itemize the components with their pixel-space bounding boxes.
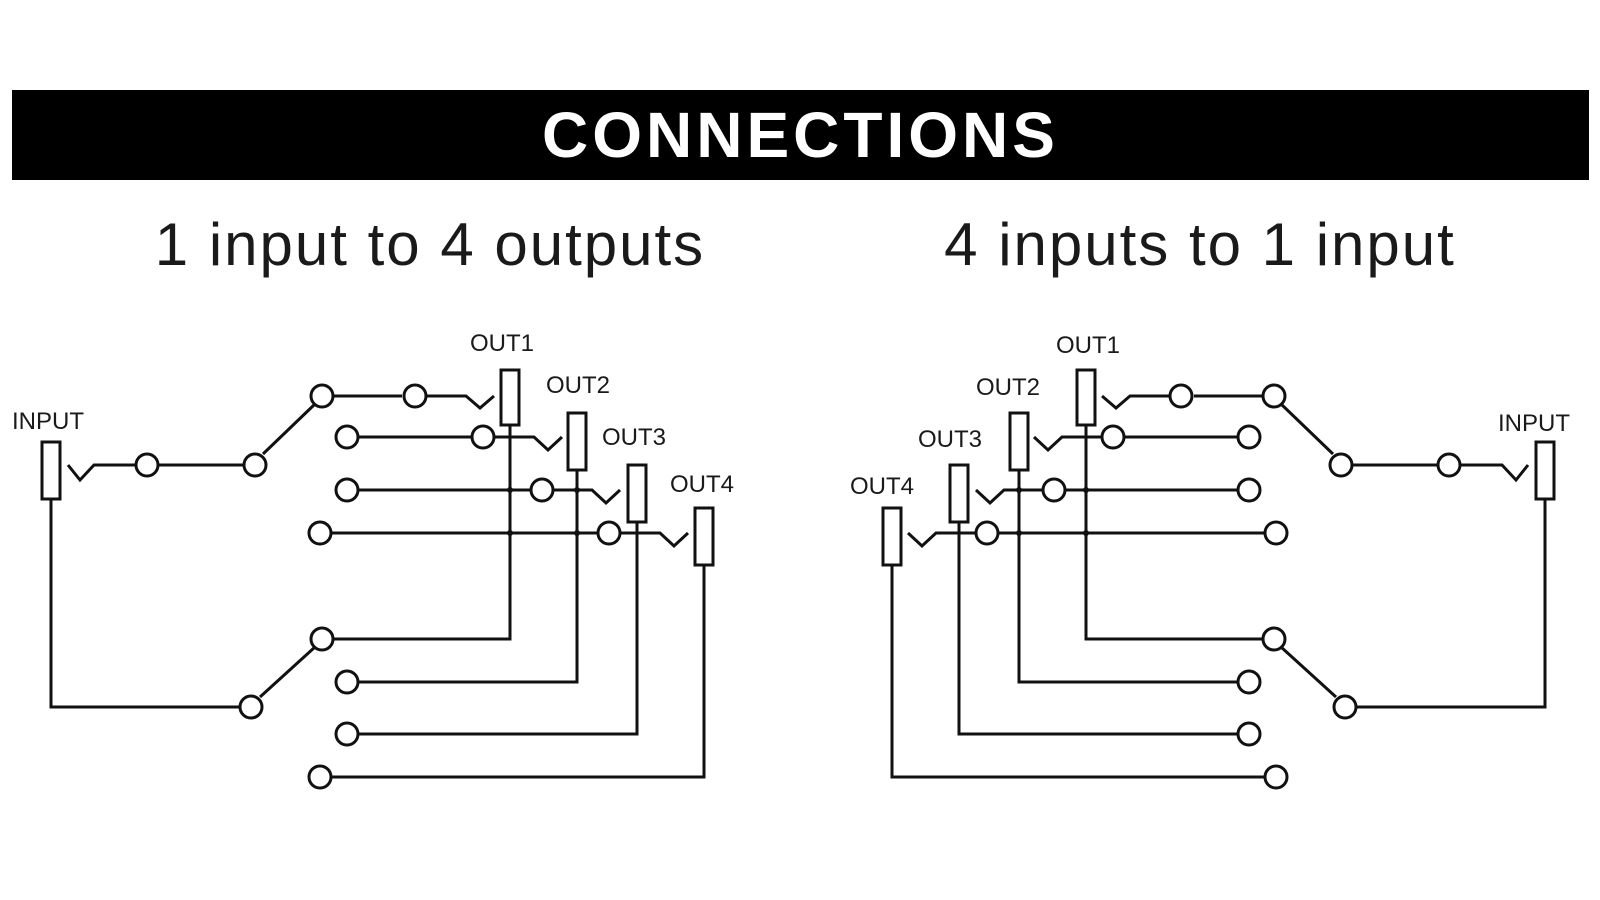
left-out1-label: OUT1 [470, 330, 534, 357]
left-out2-jack [566, 411, 588, 472]
right-out4-label: OUT4 [850, 473, 914, 500]
right-out2-jack [1008, 411, 1030, 472]
right-out1-label: OUT1 [1056, 332, 1120, 359]
left-out3-label: OUT3 [602, 424, 666, 451]
right-out2-label: OUT2 [976, 374, 1040, 401]
right-input-jack [1534, 440, 1556, 501]
right-diagram-subtitle: 4 inputs to 1 input [944, 211, 1456, 278]
left-diagram: INPUT OUT1 OUT2 OUT3 OUT4 [12, 330, 734, 790]
right-out4-jack [881, 506, 903, 567]
right-wires [890, 394, 1547, 779]
left-wires [49, 394, 706, 779]
left-junctions [507, 487, 580, 536]
left-out4-jack [693, 506, 715, 567]
right-terminals [974, 383, 1462, 790]
title-banner: CONNECTIONS [12, 90, 1589, 180]
left-input-jack [40, 440, 62, 501]
left-diagram-subtitle: 1 input to 4 outputs [154, 211, 706, 278]
right-out3-jack [948, 463, 970, 524]
right-diagram: INPUT OUT1 OUT2 OUT3 OUT4 [850, 332, 1570, 790]
left-out1-jack [499, 368, 521, 427]
right-input-label: INPUT [1498, 410, 1570, 437]
page-title: CONNECTIONS [542, 99, 1059, 171]
right-junctions [1016, 487, 1089, 536]
left-out4-label: OUT4 [670, 471, 734, 498]
left-input-label: INPUT [12, 408, 84, 435]
left-terminals [134, 383, 622, 790]
right-out3-label: OUT3 [918, 426, 982, 453]
right-out1-jack [1075, 368, 1097, 427]
left-out2-label: OUT2 [546, 372, 610, 399]
left-out3-jack [626, 463, 648, 524]
